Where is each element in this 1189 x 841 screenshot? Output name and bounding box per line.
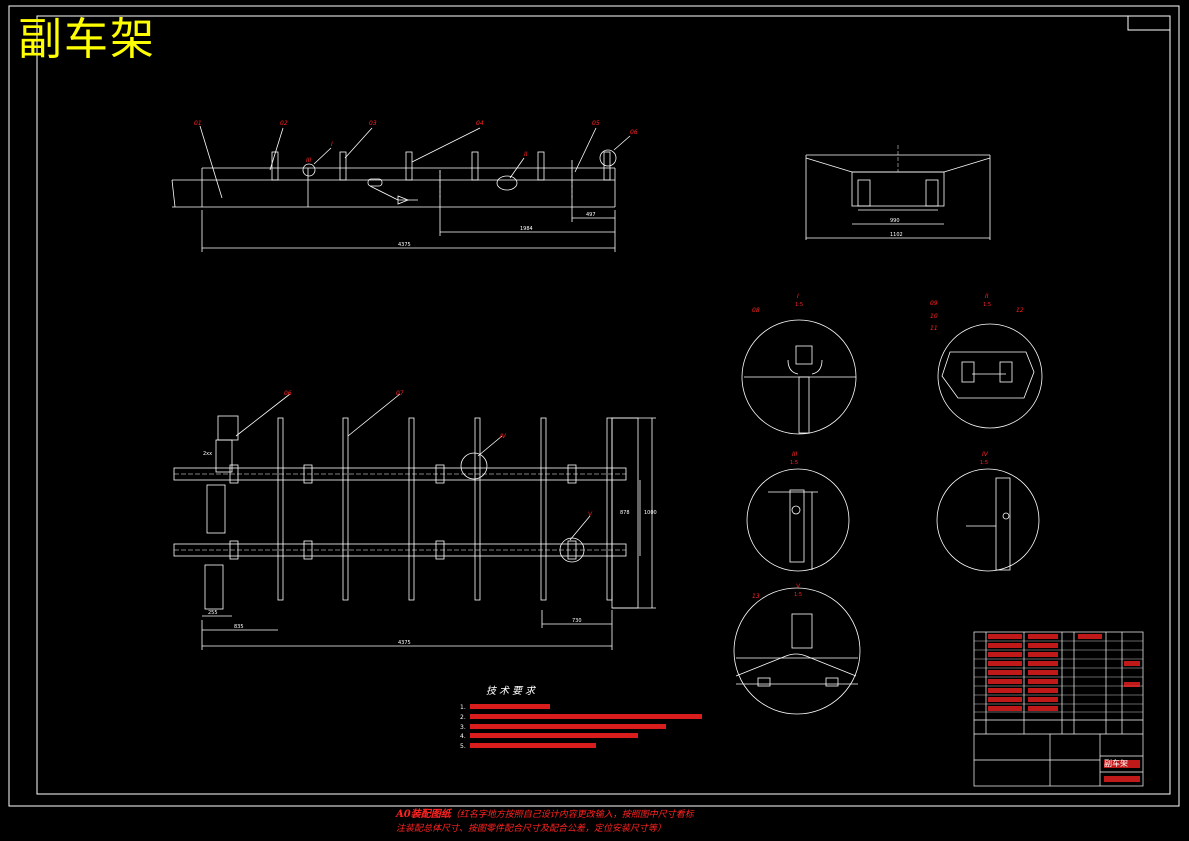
parts-list-red-cells (988, 634, 1140, 782)
dim-top-overall: 4375 (398, 640, 411, 646)
section-mark-III: III (306, 157, 312, 164)
bottom-note-lead: A0装配图纸 (396, 809, 451, 820)
detail-II-balloon-10: 10 (930, 313, 938, 320)
dimension-texts: 4375 1984 497 990 1102 4375 835 255 730 … (203, 212, 903, 646)
svg-text:4.: 4. (460, 733, 466, 740)
tech-requirements-lines: 1. 2. 3. 4. 5. (460, 704, 702, 750)
title-block-drawing-name: 副车架 (1104, 758, 1128, 768)
detail-IV-scale: 1:5 (980, 460, 988, 466)
detail-II-balloon-11: 11 (930, 325, 938, 332)
svg-text:5.: 5. (460, 743, 466, 750)
detail-V-scale: 1:5 (794, 592, 802, 598)
balloon-07: 07 (396, 390, 404, 397)
balloon-04: 04 (476, 120, 484, 127)
title-block (973, 631, 1144, 787)
sheet-title: 副车架 (18, 14, 156, 65)
detail-III-scale: 1:5 (790, 460, 798, 466)
section-mark-IV: IV (500, 433, 507, 440)
detail-I-scale: 1:5 (795, 302, 803, 308)
side-view-centerlines (439, 170, 573, 200)
svg-text:3.: 3. (460, 724, 466, 731)
sheet-border (8, 5, 1180, 807)
detail-V-balloon: 13 (752, 593, 760, 600)
balloon-06-side: 06 (630, 129, 638, 136)
detail-II-label: II (985, 293, 989, 300)
detail-III-label: III (792, 451, 798, 458)
svg-text:2.: 2. (460, 714, 466, 721)
balloon-06-top: 06 (284, 390, 292, 397)
detail-I-label: I (797, 293, 799, 300)
dim-top-878: 878 (620, 510, 630, 516)
detail-I-balloon: 08 (752, 307, 760, 314)
svg-text:1.: 1. (460, 704, 466, 711)
balloon-02: 02 (280, 120, 288, 127)
dim-side-overall: 4375 (398, 242, 411, 248)
balloon-labels: 01 02 03 04 05 06 I II III 06 07 IV V I … (194, 120, 1024, 600)
tech-requirements-heading: 技术要求 (486, 686, 538, 697)
dim-side-497: 497 (586, 212, 596, 218)
dim-top-1000: 1000 (644, 510, 657, 516)
bottom-note: A0装配图纸（红名字地方按照自己设计内容更改输入，按照图中尺寸看标 注装配总体尺… (396, 808, 816, 836)
end-view (805, 154, 991, 240)
bottom-note-line1: （红名字地方按照自己设计内容更改输入，按照图中尺寸看标 (450, 810, 694, 820)
dim-side-1984: 1984 (520, 226, 533, 232)
detail-II-scale: 1:5 (983, 302, 991, 308)
scale-labels: 1:5 1:5 1:5 1:5 1:5 (790, 302, 991, 598)
section-mark-V: V (588, 511, 593, 518)
side-view (171, 125, 631, 252)
dim-top-835: 835 (234, 624, 244, 630)
dim-top-255: 255 (208, 610, 218, 616)
balloon-05: 05 (592, 120, 600, 127)
top-view (173, 393, 656, 650)
dim-end-990: 990 (890, 218, 900, 224)
dim-top-730: 730 (572, 618, 582, 624)
dim-end-1102: 1102 (890, 232, 903, 238)
crossmember-stubs (271, 151, 611, 181)
balloon-01: 01 (194, 120, 202, 127)
bottom-note-line2: 注装配总体尺寸、按图零件配合尺寸及配合公差，定位安装尺寸等） (396, 824, 667, 834)
detail-IV-label: IV (982, 451, 989, 458)
parts-list-rows (974, 640, 1143, 713)
detail-V-label: V (796, 583, 801, 590)
dim-top-left: 2xx (203, 451, 212, 457)
balloon-03: 03 (369, 120, 377, 127)
section-mark-II: II (524, 151, 528, 158)
top-view-centerline (174, 473, 626, 551)
detail-II-balloon-12: 12 (1016, 307, 1024, 314)
detail-II-balloon-09: 09 (930, 300, 938, 307)
detail-views (733, 319, 1043, 715)
section-mark-I: I (331, 141, 333, 148)
